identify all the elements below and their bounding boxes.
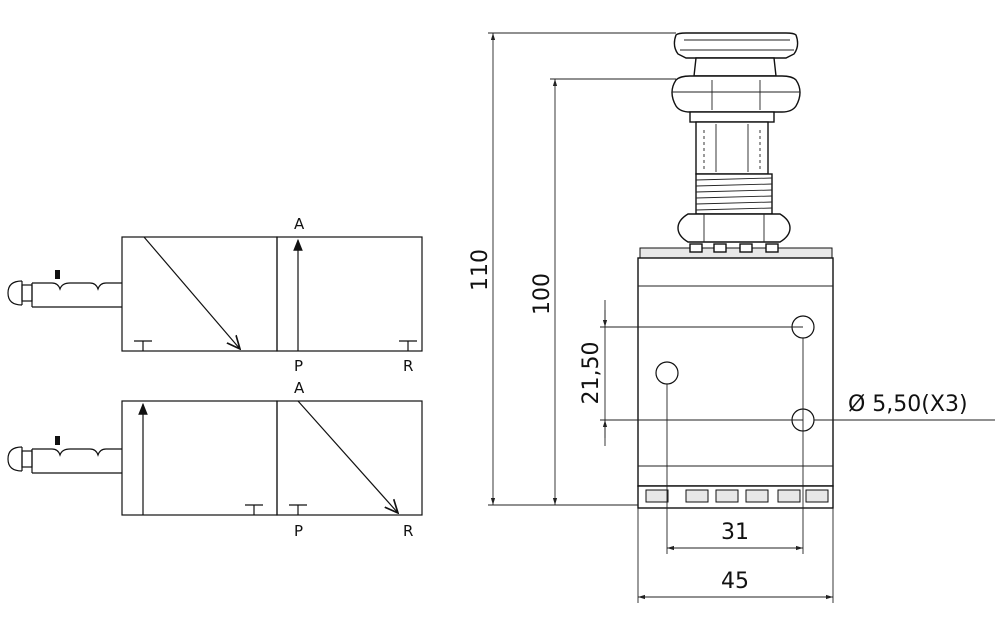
threaded-bushing bbox=[695, 173, 773, 215]
dimension-label-hole-diameter: Ø 5,50(X3) bbox=[848, 392, 968, 417]
valve-envelope-left bbox=[121, 400, 278, 516]
blocked-port-icon bbox=[289, 504, 307, 515]
pushbutton-actuator-icon bbox=[7, 270, 122, 308]
port-label-p: P bbox=[294, 522, 303, 540]
hex-nut bbox=[677, 213, 791, 243]
blocked-port-icon bbox=[245, 504, 263, 515]
dimension-label-button-height: 100 bbox=[530, 273, 555, 315]
blocked-port-icon bbox=[134, 340, 152, 351]
dimension-lines bbox=[488, 32, 995, 603]
dimension-label-overall-height: 110 bbox=[468, 249, 493, 291]
valve-symbol-lower: A P R bbox=[7, 379, 423, 540]
valve-stem bbox=[689, 111, 775, 175]
valve-front-view bbox=[637, 32, 834, 509]
dimension-label-body-width: 45 bbox=[721, 569, 749, 594]
valve-symbol-upper: A P R bbox=[7, 215, 423, 375]
port-label-r: R bbox=[403, 357, 413, 375]
flow-arrow bbox=[297, 400, 398, 513]
port-label-a: A bbox=[294, 379, 305, 397]
flow-arrow bbox=[143, 236, 240, 349]
dimension-label-hole-pitch-vertical: 21,50 bbox=[579, 342, 604, 405]
port-label-a: A bbox=[294, 215, 305, 233]
valve-body bbox=[637, 257, 834, 487]
port-label-p: P bbox=[294, 357, 303, 375]
dimension-label-hole-pitch-horizontal: 31 bbox=[721, 520, 749, 545]
body-bottom-cover bbox=[637, 485, 834, 509]
port-label-r: R bbox=[403, 522, 413, 540]
push-button-cap bbox=[671, 32, 801, 113]
blocked-port-icon bbox=[399, 340, 417, 351]
pushbutton-actuator-icon bbox=[7, 436, 122, 474]
valve-envelope-left bbox=[121, 236, 278, 352]
valve-envelope-right bbox=[276, 236, 423, 352]
valve-envelope-right bbox=[276, 400, 423, 516]
